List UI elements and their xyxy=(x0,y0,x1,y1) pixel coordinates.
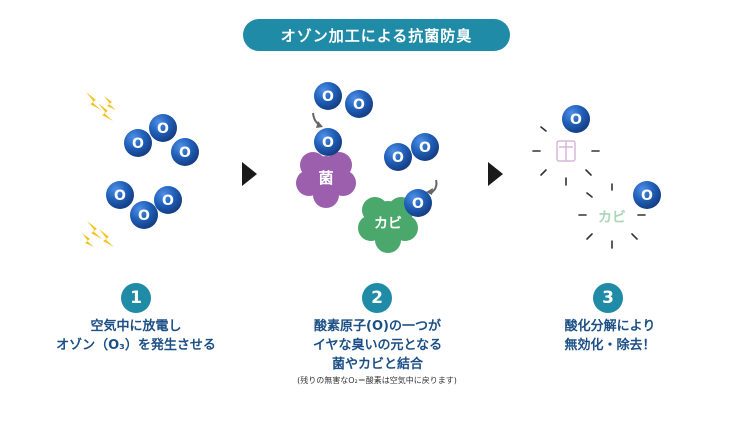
decomposed-germ-icon xyxy=(556,140,576,162)
page-title: オゾン加工による抗菌防臭 xyxy=(243,19,510,51)
step-3-line: 無効化・除去！ xyxy=(564,338,656,353)
oxygen-atom-label: O xyxy=(132,136,144,152)
oxygen-atom: O xyxy=(314,128,342,156)
step-3-description: 酸化分解により 無効化・除去！ xyxy=(505,317,715,355)
oxygen-atom: O xyxy=(106,181,134,209)
oxygen-atom: O xyxy=(130,201,158,229)
oxygen-atom: O xyxy=(404,189,432,217)
oxygen-atom: O xyxy=(154,186,182,214)
oxygen-atom-label: O xyxy=(138,208,150,224)
step-1-description: 空気中に放電し オゾン（O₃）を発生させる xyxy=(30,317,242,355)
oxygen-atom-label: O xyxy=(641,188,653,204)
oxygen-atom: O xyxy=(562,105,590,133)
radiating-lines xyxy=(578,183,646,249)
mold-label: カビ xyxy=(374,216,402,232)
step-1-line: 空気中に放電し xyxy=(90,319,182,334)
oxygen-atom: O xyxy=(149,114,177,142)
oxygen-atom: O xyxy=(411,133,439,161)
step-2-description: 酸素原子(O)の一つが イヤな臭いの元となる 菌やカビと結合 xyxy=(270,317,485,374)
step-2-line: 酸素原子(O)の一つが xyxy=(314,319,441,334)
germ-blob xyxy=(296,152,356,208)
step-1-number: 1 xyxy=(121,283,151,313)
oxygen-atom-label: O xyxy=(179,145,191,161)
oxygen-atom-label: O xyxy=(322,135,334,151)
oxygen-atom: O xyxy=(124,129,152,157)
oxygen-atom-label: O xyxy=(412,196,424,212)
lightning-icon xyxy=(86,92,116,121)
germ-label: 菌 xyxy=(318,169,333,187)
oxygen-atom-label: O xyxy=(353,97,365,113)
oxygen-atom: O xyxy=(633,181,661,209)
step-3-line: 酸化分解により xyxy=(564,319,656,334)
oxygen-atom-label: O xyxy=(570,112,582,128)
bond-arrow-icon xyxy=(316,121,323,128)
oxygen-atom-label: O xyxy=(392,150,404,166)
oxygen-atom-label: O xyxy=(162,193,174,209)
oxygen-atom-label: O xyxy=(322,89,334,105)
lightning-icon xyxy=(82,221,114,247)
oxygen-atom: O xyxy=(314,82,342,110)
oxygen-atom-label: O xyxy=(419,140,431,156)
arrow-right-icon xyxy=(488,162,503,186)
oxygen-atom: O xyxy=(384,143,412,171)
arrow-right-icon xyxy=(242,162,257,186)
step-2-line: 菌やカビと結合 xyxy=(331,357,423,372)
step-1-line: オゾン（O₃）を発生させる xyxy=(56,338,216,353)
step-3-number: 3 xyxy=(593,283,623,313)
step-2-note: (残りの無害なO₂＝酸素は空気中に戻ります) xyxy=(297,376,457,385)
oxygen-atom: O xyxy=(345,90,373,118)
oxygen-atom-label: O xyxy=(114,188,126,204)
decomposed-mold-label: カビ xyxy=(598,210,626,226)
oxygen-atom: O xyxy=(171,138,199,166)
bond-arrow-icon xyxy=(426,188,433,195)
step-2-number: 2 xyxy=(362,283,392,313)
step-2-line: イヤな臭いの元となる xyxy=(312,338,443,353)
oxygen-atom-label: O xyxy=(157,121,169,137)
